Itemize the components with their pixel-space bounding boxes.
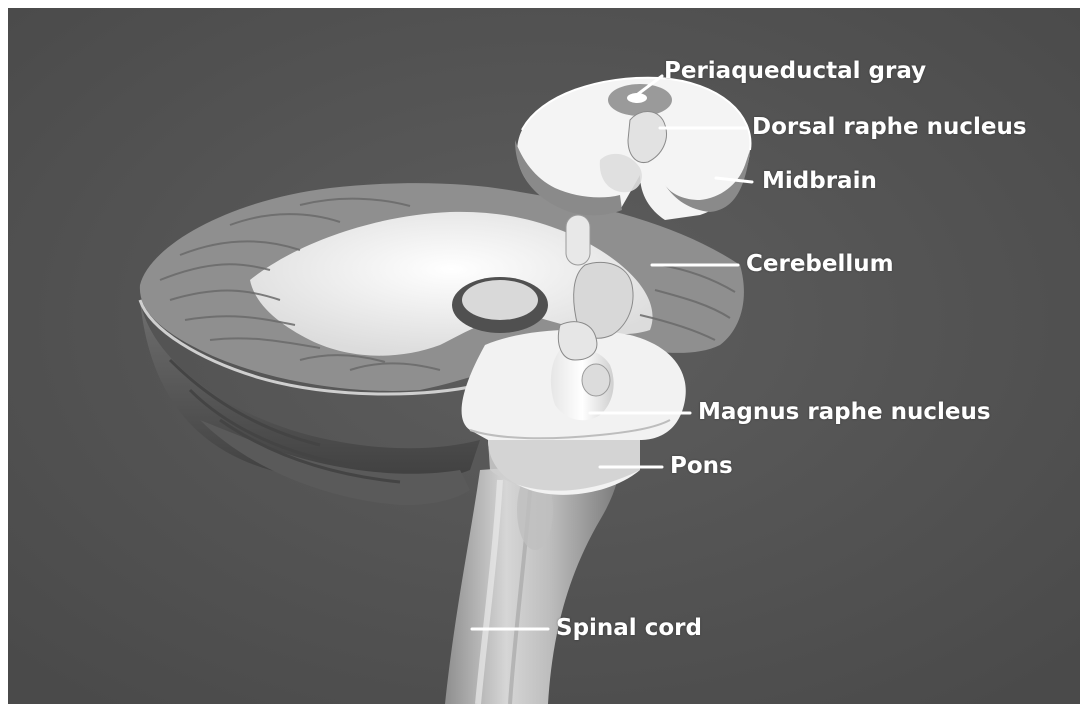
label-pons: Pons (670, 455, 733, 478)
label-dorsal-raphe-nucleus: Dorsal raphe nucleus (752, 116, 1027, 139)
label-periaqueductal-gray: Periaqueductal gray (664, 60, 926, 83)
label-midbrain: Midbrain (762, 170, 877, 193)
label-spinal-cord: Spinal cord (556, 617, 702, 640)
label-cerebellum: Cerebellum (746, 253, 894, 276)
label-magnus-raphe-nucleus: Magnus raphe nucleus (698, 401, 991, 424)
